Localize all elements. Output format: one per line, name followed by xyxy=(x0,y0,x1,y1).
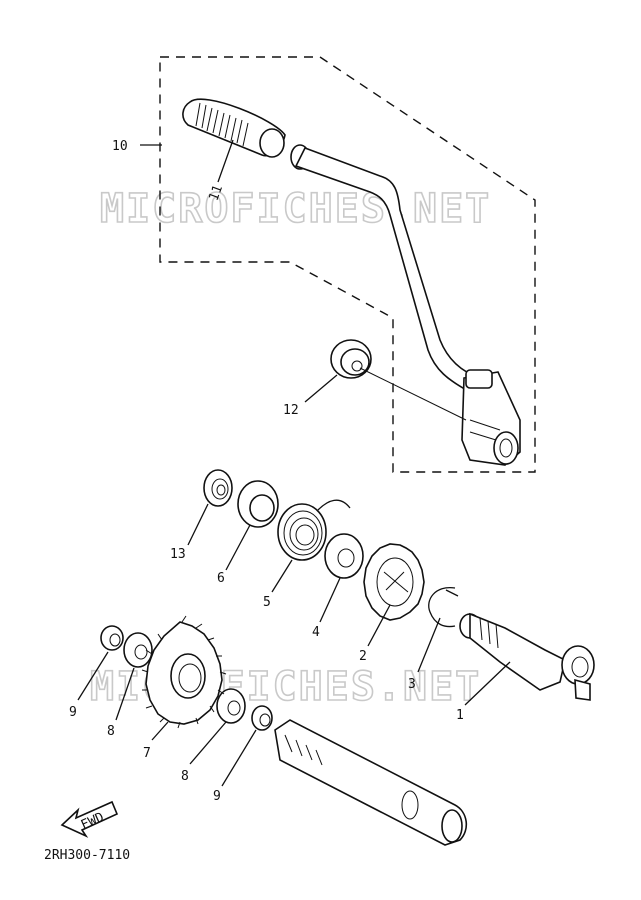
circlip-right xyxy=(251,705,273,731)
circlip xyxy=(428,587,459,628)
callout-4: 4 xyxy=(312,625,320,640)
callout-9-right: 9 xyxy=(213,789,221,804)
callout-8-right: 8 xyxy=(181,769,189,784)
callout-11: 11 xyxy=(207,183,226,203)
diagram-code: 2RH300-7110 xyxy=(44,848,130,863)
shaft xyxy=(274,719,468,846)
assembly-boundary xyxy=(159,56,536,473)
washer-left xyxy=(123,632,153,668)
callout-3: 3 xyxy=(408,677,416,692)
circlip-left xyxy=(100,625,124,651)
callout-10: 10 xyxy=(112,139,128,154)
leader-lines xyxy=(77,139,511,787)
callout-7: 7 xyxy=(143,746,151,761)
callout-8-left: 8 xyxy=(107,724,115,739)
ratchet-wheel xyxy=(363,543,425,621)
callout-5: 5 xyxy=(263,595,271,610)
spring-guide xyxy=(237,480,279,528)
kick-crank xyxy=(290,144,521,466)
callout-13: 13 xyxy=(170,547,186,562)
callout-2: 2 xyxy=(359,649,367,664)
spring-washer xyxy=(324,533,364,579)
idle-gear xyxy=(141,615,227,729)
kick-grip xyxy=(182,98,286,158)
callout-1: 1 xyxy=(456,708,464,723)
kick-axle xyxy=(459,612,595,701)
fwd-arrow-icon: FWD xyxy=(60,800,119,838)
oil-seal xyxy=(203,469,233,507)
washer-right xyxy=(216,688,246,724)
callout-12: 12 xyxy=(283,403,299,418)
callout-9-left: 9 xyxy=(69,705,77,720)
watermark-top: MICROFICHES.NET xyxy=(100,186,491,232)
torsion-spring xyxy=(277,499,351,561)
pinch-bolt xyxy=(330,339,467,421)
callout-6: 6 xyxy=(217,571,225,586)
